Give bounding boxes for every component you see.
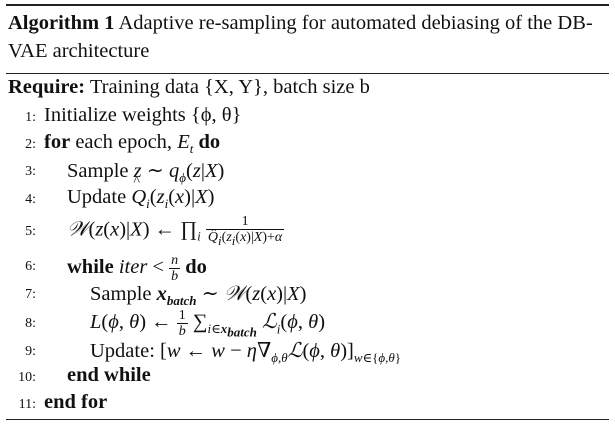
line-number: 2:	[25, 137, 36, 152]
line-number: 11:	[18, 397, 36, 412]
algo-line-10: 10: end while	[0, 364, 615, 392]
algo-line-11: 11: end for	[0, 391, 615, 419]
line-code: Initialize weights {ϕ, θ}	[44, 104, 242, 126]
algorithm-title: Adaptive re-sampling for automated debia…	[8, 12, 593, 62]
caption-rule	[6, 73, 609, 74]
algo-line-1: 1: Initialize weights {ϕ, θ}	[0, 104, 615, 132]
line-number: 3:	[25, 164, 36, 179]
algo-line-3: 3: Sample z ∼ qϕ(z|X)	[0, 158, 615, 186]
algo-line-2: 2: for each epoch, Et do	[0, 131, 615, 159]
algo-line-9: 9: Update: [w ← w − η∇ϕ,θℒ(ϕ, θ)]w∈{ϕ,θ}	[0, 338, 615, 366]
line-code: for each epoch, Et do	[44, 131, 221, 157]
line-number: 8:	[25, 316, 36, 331]
line-code: Sample xbatch ∼ 𝒲(z(x)|X)	[90, 283, 307, 309]
line-code: end for	[44, 391, 108, 413]
line-number: 4:	[25, 192, 36, 207]
line-number: 6:	[25, 259, 36, 274]
line-code: Sample z ∼ qϕ(z|X)	[67, 160, 225, 186]
require-text: Training data {X, Y}, batch size b	[89, 76, 370, 98]
algorithm-label: Algorithm 1	[8, 12, 115, 34]
top-rule	[6, 4, 609, 6]
line-number: 10:	[18, 370, 36, 385]
line-number: 5:	[25, 224, 36, 239]
require-keyword: Require:	[8, 76, 86, 98]
line-number: 1:	[25, 110, 36, 125]
bottom-rule	[6, 419, 609, 420]
line-number: 9:	[25, 344, 36, 359]
line-code: end while	[67, 364, 151, 386]
algo-line-7: 7: Sample xbatch ∼ 𝒲(z(x)|X)	[0, 281, 615, 309]
line-code: Update Qi(zi(x)|X)	[67, 174, 214, 212]
algorithm-caption: Algorithm 1 Adaptive re-sampling for aut…	[8, 9, 608, 65]
require-line: Require: Training data {X, Y}, batch siz…	[0, 76, 615, 104]
line-code: Update: [w ← w − η∇ϕ,θℒ(ϕ, θ)]w∈{ϕ,θ}	[90, 340, 402, 366]
line-number: 7:	[25, 287, 36, 302]
algo-line-4: 4: Update Qi(zi(x)|X)	[0, 174, 615, 214]
